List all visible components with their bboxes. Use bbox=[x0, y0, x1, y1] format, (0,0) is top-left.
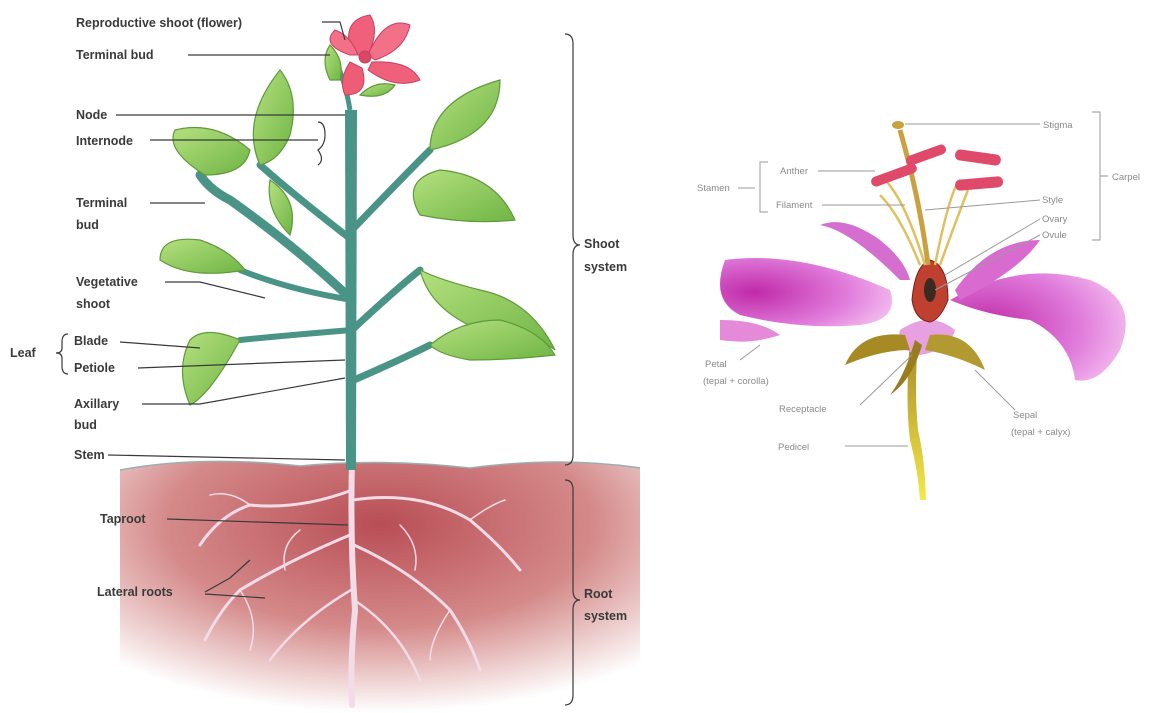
stem-leader bbox=[108, 455, 345, 460]
receptacle-label: Receptacle bbox=[779, 404, 827, 415]
stigma-label: Stigma bbox=[1043, 120, 1073, 131]
pedicel-label: Pedicel bbox=[778, 442, 809, 453]
ovule-label: Ovule bbox=[1042, 230, 1067, 241]
stem-label: Stem bbox=[74, 448, 105, 462]
petiole-leader bbox=[138, 360, 345, 368]
style-label: Style bbox=[1042, 195, 1063, 206]
terminal-bud-label-line2: bud bbox=[76, 218, 99, 232]
sepal-leader bbox=[975, 370, 1015, 410]
vegetative-shoot-label-line1: Vegetative bbox=[76, 275, 138, 289]
sepal-label-line2: (tepal + calyx) bbox=[1011, 427, 1070, 438]
shoot-system-label-line2: system bbox=[584, 260, 627, 274]
root-system-label-line2: system bbox=[584, 609, 627, 623]
carpel-bracket bbox=[1092, 112, 1108, 240]
leaf-brace bbox=[56, 334, 68, 374]
anther-label: Anther bbox=[780, 166, 808, 177]
terminal-bud-label-line1: Terminal bbox=[76, 196, 127, 210]
blade-label: Blade bbox=[74, 334, 108, 348]
lateral-roots-label: Lateral roots bbox=[97, 585, 173, 599]
axillary-bud-label-line2: bud bbox=[74, 418, 97, 432]
leaf-label: Leaf bbox=[10, 346, 37, 360]
ovary-label: Ovary bbox=[1042, 214, 1068, 225]
petal-label-line2: (tepal + corolla) bbox=[703, 376, 769, 387]
petal-label-line1: Petal bbox=[705, 359, 727, 370]
vegetative-shoot-leader bbox=[165, 282, 265, 298]
taproot-label: Taproot bbox=[100, 512, 146, 526]
axillary-bud-leader bbox=[142, 378, 345, 404]
axillary-bud-label-line1: Axillary bbox=[74, 397, 119, 411]
internode-label: Internode bbox=[76, 134, 133, 148]
style-drawing bbox=[900, 130, 928, 265]
node-label: Node bbox=[76, 108, 107, 122]
root-system-label-line1: Root bbox=[584, 587, 613, 601]
stigma-drawing bbox=[892, 121, 904, 129]
petal-leader bbox=[740, 345, 760, 360]
soil bbox=[120, 461, 640, 713]
petiole-label: Petiole bbox=[74, 361, 115, 375]
sepal-label-line1: Sepal bbox=[1013, 410, 1037, 421]
shoot-system-label-line1: Shoot bbox=[584, 237, 620, 251]
reproductive-shoot-label: Reproductive shoot (flower) bbox=[76, 16, 242, 30]
carpel-label: Carpel bbox=[1112, 172, 1140, 183]
shoot-system-bracket bbox=[565, 34, 580, 465]
terminal-bud-top-label: Terminal bud bbox=[76, 48, 154, 62]
vegetative-shoot-label-line2: shoot bbox=[76, 297, 111, 311]
stamen-label: Stamen bbox=[697, 183, 730, 194]
style-leader bbox=[925, 200, 1040, 210]
plant-flower-drawing bbox=[330, 15, 420, 95]
stamen-bracket bbox=[738, 162, 768, 212]
sepal-drawing bbox=[845, 334, 910, 365]
filament-label: Filament bbox=[776, 200, 813, 211]
